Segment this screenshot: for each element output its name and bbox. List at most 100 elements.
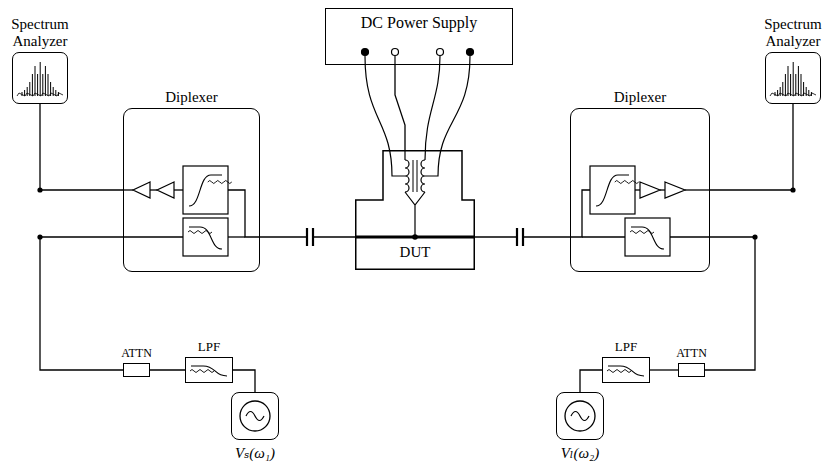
spectral-line xyxy=(42,74,43,96)
spectral-line xyxy=(53,87,54,96)
lowpass-symbol xyxy=(631,227,664,249)
sine-symbol xyxy=(571,412,589,421)
ripple-mark xyxy=(190,370,214,373)
capacitor-plate xyxy=(516,228,518,246)
lowpass-filter: LPF xyxy=(185,357,233,383)
spectral-line xyxy=(29,82,30,96)
lowpass-symbol xyxy=(189,227,222,249)
transformer-core xyxy=(417,160,418,192)
amplifier-symbol xyxy=(665,182,685,198)
spectral-line xyxy=(32,74,33,96)
source-symbol xyxy=(565,401,595,431)
spectral-line xyxy=(50,82,51,96)
transformer-coil xyxy=(421,160,425,192)
wire xyxy=(650,369,678,370)
spectrum-analyzer: Spectrum Analyzer xyxy=(12,52,68,104)
wire xyxy=(123,236,183,237)
lowpass-filter: LPF xyxy=(602,357,650,383)
wire xyxy=(395,65,405,150)
node-label: LPF xyxy=(198,340,220,354)
node-label: DUT xyxy=(400,244,431,261)
bias-wire xyxy=(365,56,405,176)
attenuator-box: ATTN xyxy=(678,363,705,377)
node-label: Vₛ(ω₁) xyxy=(235,445,275,462)
spectral-line xyxy=(793,62,794,96)
node-label: Vₗ(ω₂) xyxy=(561,445,600,462)
spectral-line xyxy=(22,92,23,96)
bias-wire xyxy=(425,56,440,160)
wire xyxy=(150,369,185,370)
spectral-line xyxy=(806,87,807,96)
spectral-line xyxy=(788,66,789,96)
ripple-mark xyxy=(630,231,654,234)
wire xyxy=(123,189,133,190)
wire xyxy=(228,236,245,237)
ripple-mark xyxy=(208,181,232,184)
spectral-line xyxy=(798,66,799,96)
filter-box xyxy=(625,218,670,256)
spectral-line xyxy=(37,74,38,96)
diplexer-box: Diplexer xyxy=(123,108,260,272)
spectral-line xyxy=(785,74,786,96)
transformer-coil xyxy=(405,160,409,192)
wire xyxy=(40,104,123,190)
amplifier-symbol xyxy=(157,182,174,198)
spectral-line xyxy=(40,62,41,96)
junction-dot xyxy=(412,234,418,240)
node-label: Spectrum Analyzer xyxy=(753,16,833,49)
spectral-line xyxy=(777,90,778,96)
signal-source: Vₛ(ω₁) xyxy=(231,392,279,440)
spectral-line xyxy=(35,66,36,96)
wire xyxy=(660,189,665,190)
node-label: DC Power Supply xyxy=(361,14,477,32)
bias-wire xyxy=(425,56,470,176)
wire xyxy=(635,189,640,190)
node-label: ATTN xyxy=(676,347,707,360)
wire xyxy=(685,189,710,190)
bias-wire xyxy=(405,192,425,237)
terminal xyxy=(467,49,474,56)
filter-box xyxy=(590,166,635,214)
power-supply-box: DC Power Supply xyxy=(325,8,513,65)
node-label: LPF xyxy=(615,340,637,354)
wire xyxy=(670,236,710,237)
wire xyxy=(233,370,255,392)
filter-box xyxy=(183,166,228,214)
diplexer-box: Diplexer xyxy=(570,108,710,272)
wire xyxy=(150,189,157,190)
spectral-line xyxy=(55,90,56,96)
wire xyxy=(228,190,260,237)
spectral-line xyxy=(775,92,776,96)
sine-symbol xyxy=(246,412,264,421)
spectral-line xyxy=(808,90,809,96)
capacitor-plate xyxy=(306,228,308,246)
node-label: Diplexer xyxy=(165,89,217,106)
node-label: Diplexer xyxy=(614,89,666,106)
dut-outline-path xyxy=(356,151,475,270)
source-symbol xyxy=(240,401,270,431)
spectral-line xyxy=(782,82,783,96)
capacitor-plate xyxy=(312,228,314,246)
spectrum-analyzer: Spectrum Analyzer xyxy=(765,52,821,104)
bias-wire xyxy=(394,56,395,65)
terminal xyxy=(362,49,369,56)
amplifier-symbol xyxy=(133,182,150,198)
signal-source: Vₗ(ω₂) xyxy=(556,392,604,440)
dut-box: DUT xyxy=(355,150,475,270)
lowpass-symbol xyxy=(191,366,227,376)
wire xyxy=(174,189,183,190)
wire xyxy=(40,237,123,370)
ripple-mark xyxy=(615,181,639,184)
spectral-line xyxy=(803,82,804,96)
spectral-line xyxy=(801,74,802,96)
terminal xyxy=(437,49,444,56)
spectral-line xyxy=(45,66,46,96)
spectral-line xyxy=(780,87,781,96)
highpass-symbol xyxy=(189,175,222,206)
spectral-line xyxy=(790,74,791,96)
spectral-line xyxy=(48,74,49,96)
